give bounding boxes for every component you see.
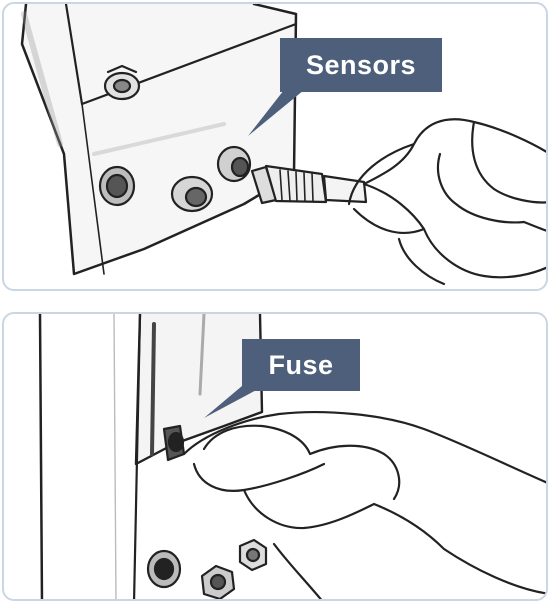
sensors-illustration-panel: Sensors bbox=[2, 2, 548, 291]
hand bbox=[182, 411, 546, 599]
fuse-illustration bbox=[38, 314, 546, 599]
fuse-holder bbox=[162, 424, 186, 462]
round-port bbox=[98, 165, 136, 207]
sensor-connector bbox=[216, 145, 252, 183]
sensors-callout-pointer bbox=[248, 90, 304, 136]
side-panel bbox=[38, 314, 44, 599]
fuse-callout: Fuse bbox=[242, 339, 360, 391]
lower-bolt bbox=[238, 538, 268, 572]
sensors-illustration bbox=[20, 4, 546, 286]
lower-round-port bbox=[146, 549, 182, 589]
fuse-callout-pointer bbox=[204, 386, 264, 418]
hand bbox=[347, 118, 546, 286]
fuse-illustration-panel: Fuse bbox=[2, 312, 548, 601]
lower-nut bbox=[200, 564, 236, 599]
sensor-plug bbox=[250, 164, 368, 205]
top-bolt bbox=[103, 64, 141, 101]
sensors-callout: Sensors bbox=[280, 38, 442, 92]
middle-connector bbox=[170, 175, 214, 213]
